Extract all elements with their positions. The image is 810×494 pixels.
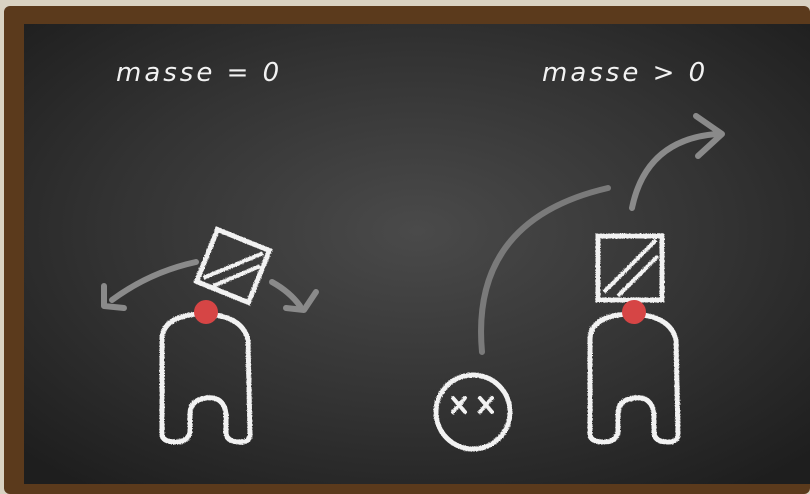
label-massless: masse = 0 — [116, 58, 282, 88]
chalkboard-surface — [24, 24, 810, 484]
pivot-dot-left — [194, 300, 218, 324]
label-massive: masse > 0 — [542, 58, 708, 88]
pivot-dot-right — [622, 300, 646, 324]
